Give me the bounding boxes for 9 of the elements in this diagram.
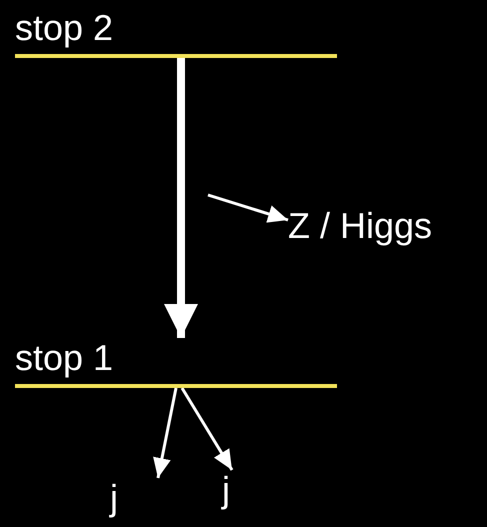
particle-label: j: [222, 470, 262, 514]
arrow: [180, 387, 234, 471]
arrow: [153, 388, 178, 478]
particle-label: Z / Higgs: [288, 206, 478, 250]
level-label: stop 2: [15, 7, 114, 48]
arrow: [164, 58, 198, 338]
particle-label: j: [110, 478, 165, 522]
level-label: stop 1: [15, 337, 114, 378]
arrow: [208, 194, 288, 223]
